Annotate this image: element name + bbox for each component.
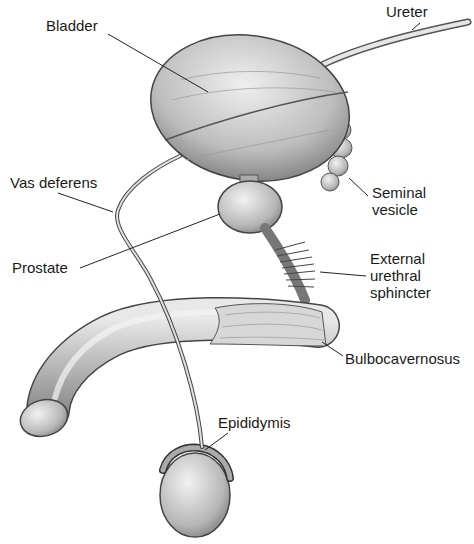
- leader-lines: [58, 23, 420, 450]
- part-label: Bulbocavernosus: [345, 350, 471, 367]
- glans: [16, 394, 72, 441]
- part-label: Vas deferens: [10, 174, 110, 191]
- external-sphincter: [275, 242, 315, 287]
- vas-deferens: [117, 156, 202, 447]
- bulbocavernosus-muscle: [210, 304, 326, 346]
- ureter: [306, 22, 468, 74]
- epididymis-texture: [163, 448, 230, 478]
- bladder: [139, 20, 361, 197]
- part-label: External urethral sphincter: [370, 250, 466, 301]
- part-label: Seminal vesicle: [372, 184, 452, 218]
- ureter-highlight: [306, 22, 468, 74]
- testis: [160, 453, 230, 537]
- vas-deferens-highlight: [117, 156, 202, 447]
- part-label: Ureter: [386, 3, 456, 20]
- prostate: [218, 181, 282, 233]
- muscle-texture: [220, 312, 324, 340]
- part-label: Epididymis: [218, 414, 318, 431]
- bladder-texture: [172, 71, 335, 160]
- part-label: Prostate: [12, 259, 92, 276]
- part-label: Bladder: [46, 17, 116, 34]
- bladder-seam: [165, 92, 348, 140]
- epididymis: [163, 448, 230, 478]
- urethra: [265, 228, 305, 300]
